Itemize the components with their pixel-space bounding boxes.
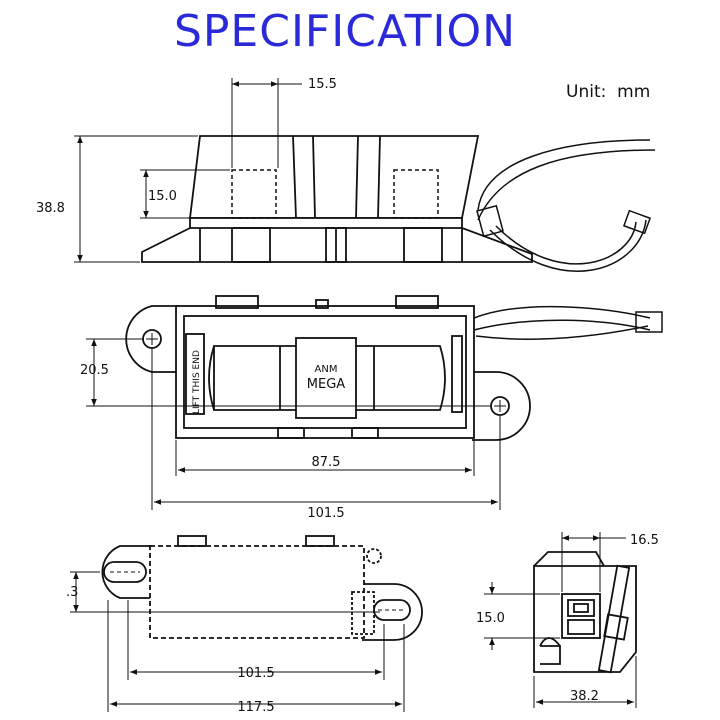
end-view bbox=[533, 551, 637, 674]
plan-view-cable-tie bbox=[473, 305, 663, 341]
top-view bbox=[141, 135, 656, 272]
dim-side-overall: 117.5 bbox=[237, 700, 274, 715]
dim-top-slot-height: 15.0 bbox=[148, 189, 177, 204]
dim-plan-offset: 20.5 bbox=[80, 363, 109, 378]
dim-side-length: 101.5 bbox=[237, 666, 274, 681]
label-anm: ANM bbox=[315, 364, 338, 375]
top-view-cable-tie bbox=[476, 139, 656, 272]
unit-note: Unit: mm bbox=[566, 82, 650, 102]
dim-plan-hole-span: 87.5 bbox=[312, 455, 341, 470]
plan-view-body bbox=[125, 295, 531, 441]
dim-plan-length: 101.5 bbox=[307, 506, 344, 521]
dim-end-width: 38.2 bbox=[570, 689, 599, 704]
label-mega: MEGA bbox=[307, 377, 346, 392]
dim-side-partial: .3 bbox=[66, 585, 78, 600]
side-view-dimensions: .3 101.5 117.5 bbox=[66, 571, 405, 715]
dim-top-slot-width: 15.5 bbox=[308, 77, 337, 92]
top-view-dimensions: 15.5 15.0 38.8 bbox=[36, 77, 337, 263]
end-view-dimensions: 16.5 15.0 38.2 bbox=[476, 532, 659, 708]
dim-top-height: 38.8 bbox=[36, 201, 65, 216]
dim-end-slot-width: 16.5 bbox=[630, 533, 659, 548]
side-view bbox=[101, 535, 423, 641]
label-lift-this-end: LIFT THIS END bbox=[192, 350, 202, 414]
top-view-body bbox=[141, 135, 533, 263]
top-view-slots bbox=[231, 169, 439, 219]
dim-end-slot-height: 15.0 bbox=[476, 611, 505, 626]
side-view-body bbox=[101, 535, 423, 641]
plan-view bbox=[125, 295, 663, 441]
plan-view-labels: LIFT THIS END ANM MEGA bbox=[192, 350, 345, 414]
unit-value: mm bbox=[617, 82, 651, 102]
page-title: SPECIFICATION bbox=[173, 6, 517, 57]
end-view-body bbox=[533, 551, 637, 674]
unit-label: Unit: bbox=[566, 82, 607, 102]
plan-view-dimensions: 20.5 87.5 101.5 bbox=[80, 338, 501, 521]
